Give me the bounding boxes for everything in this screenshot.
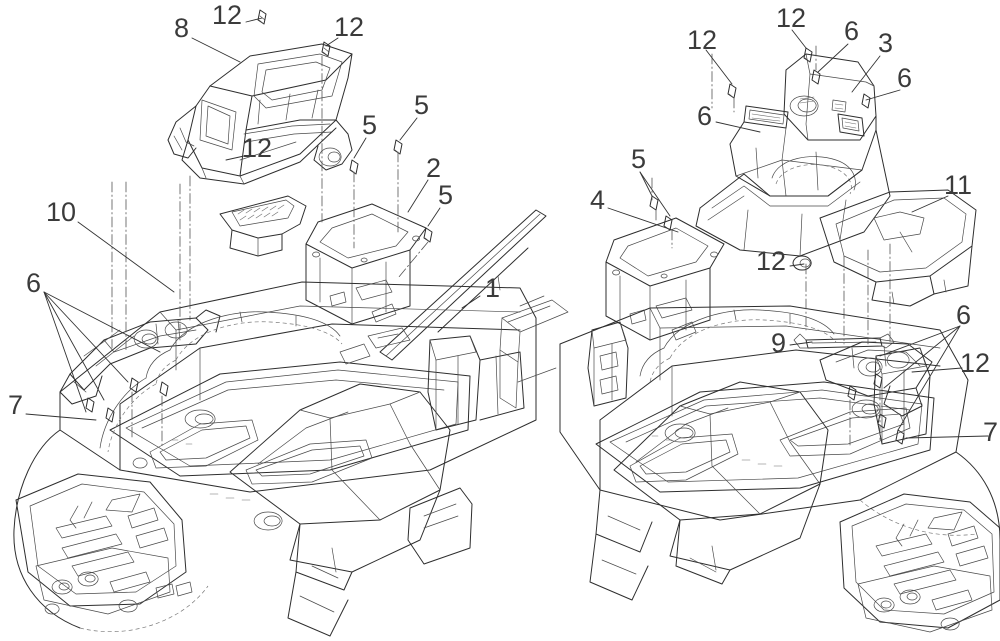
- callout-12-a: 12: [212, 0, 243, 30]
- callout-6-b: 6: [697, 101, 713, 131]
- part-8-console-cover: [167, 43, 353, 185]
- callout-12-d: 12: [687, 25, 718, 55]
- callout-2: 2: [426, 153, 442, 183]
- callout-12-c: 12: [242, 133, 273, 163]
- callout-7-b: 7: [983, 417, 999, 447]
- callout-12-b: 12: [334, 12, 365, 42]
- right-alignment-lines: [651, 45, 891, 449]
- tread-pad: [219, 195, 307, 257]
- callout-6-c: 6: [844, 16, 860, 46]
- left-view-group: [13, 9, 547, 637]
- part-1-frame-rail: [379, 209, 547, 361]
- callout-3: 3: [878, 28, 894, 58]
- left-fasteners: [85, 9, 433, 423]
- left-leader-lines: [25, 17, 481, 421]
- callout-4: 4: [590, 185, 606, 215]
- callout-12-f: 12: [756, 246, 787, 276]
- left-chassis-body: [13, 281, 537, 637]
- part-3-instrument-panel: [695, 53, 891, 257]
- callout-7-a: 7: [8, 390, 24, 420]
- part-11-dash-trim: [819, 189, 977, 307]
- part-2-bracket-plate: [305, 203, 427, 325]
- callout-11: 11: [944, 170, 973, 200]
- right-leader-lines: [607, 29, 989, 439]
- callout-5-c: 5: [438, 180, 454, 210]
- callout-10: 10: [46, 197, 77, 227]
- callout-12-g: 12: [960, 348, 991, 378]
- part-10-cross-member: [59, 309, 221, 405]
- callout-6-e: 6: [956, 300, 972, 330]
- callout-12-e: 12: [776, 3, 807, 33]
- right-view-group: [499, 29, 1000, 633]
- callout-8: 8: [174, 13, 190, 43]
- right-chassis-body: [499, 295, 1000, 633]
- callout-5-b: 5: [414, 90, 430, 120]
- part-4-support-bracket: [605, 217, 725, 341]
- callout-5-a: 5: [362, 110, 378, 140]
- callout-6-a: 6: [26, 268, 42, 298]
- callout-9: 9: [771, 328, 787, 358]
- left-alignment-lines: [111, 55, 429, 449]
- callout-5-d: 5: [631, 144, 647, 174]
- callout-6-d: 6: [897, 63, 913, 93]
- callout-1: 1: [485, 273, 501, 303]
